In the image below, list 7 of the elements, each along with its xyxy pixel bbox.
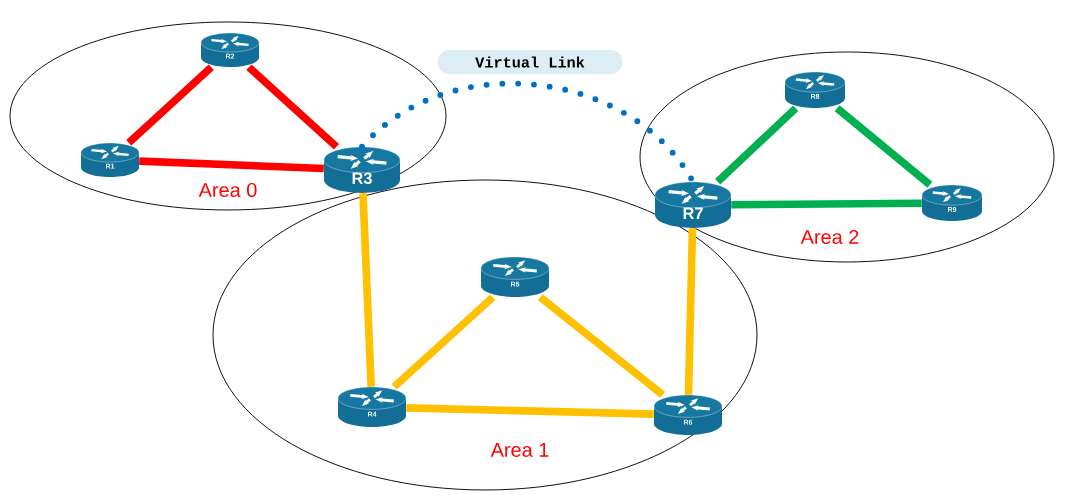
link-line — [391, 294, 496, 390]
link-line — [246, 64, 340, 150]
link-line — [834, 105, 933, 188]
link-line — [126, 64, 214, 146]
link-line — [715, 105, 799, 185]
label-pill: Virtual Link — [437, 50, 623, 74]
link-line — [537, 294, 666, 398]
